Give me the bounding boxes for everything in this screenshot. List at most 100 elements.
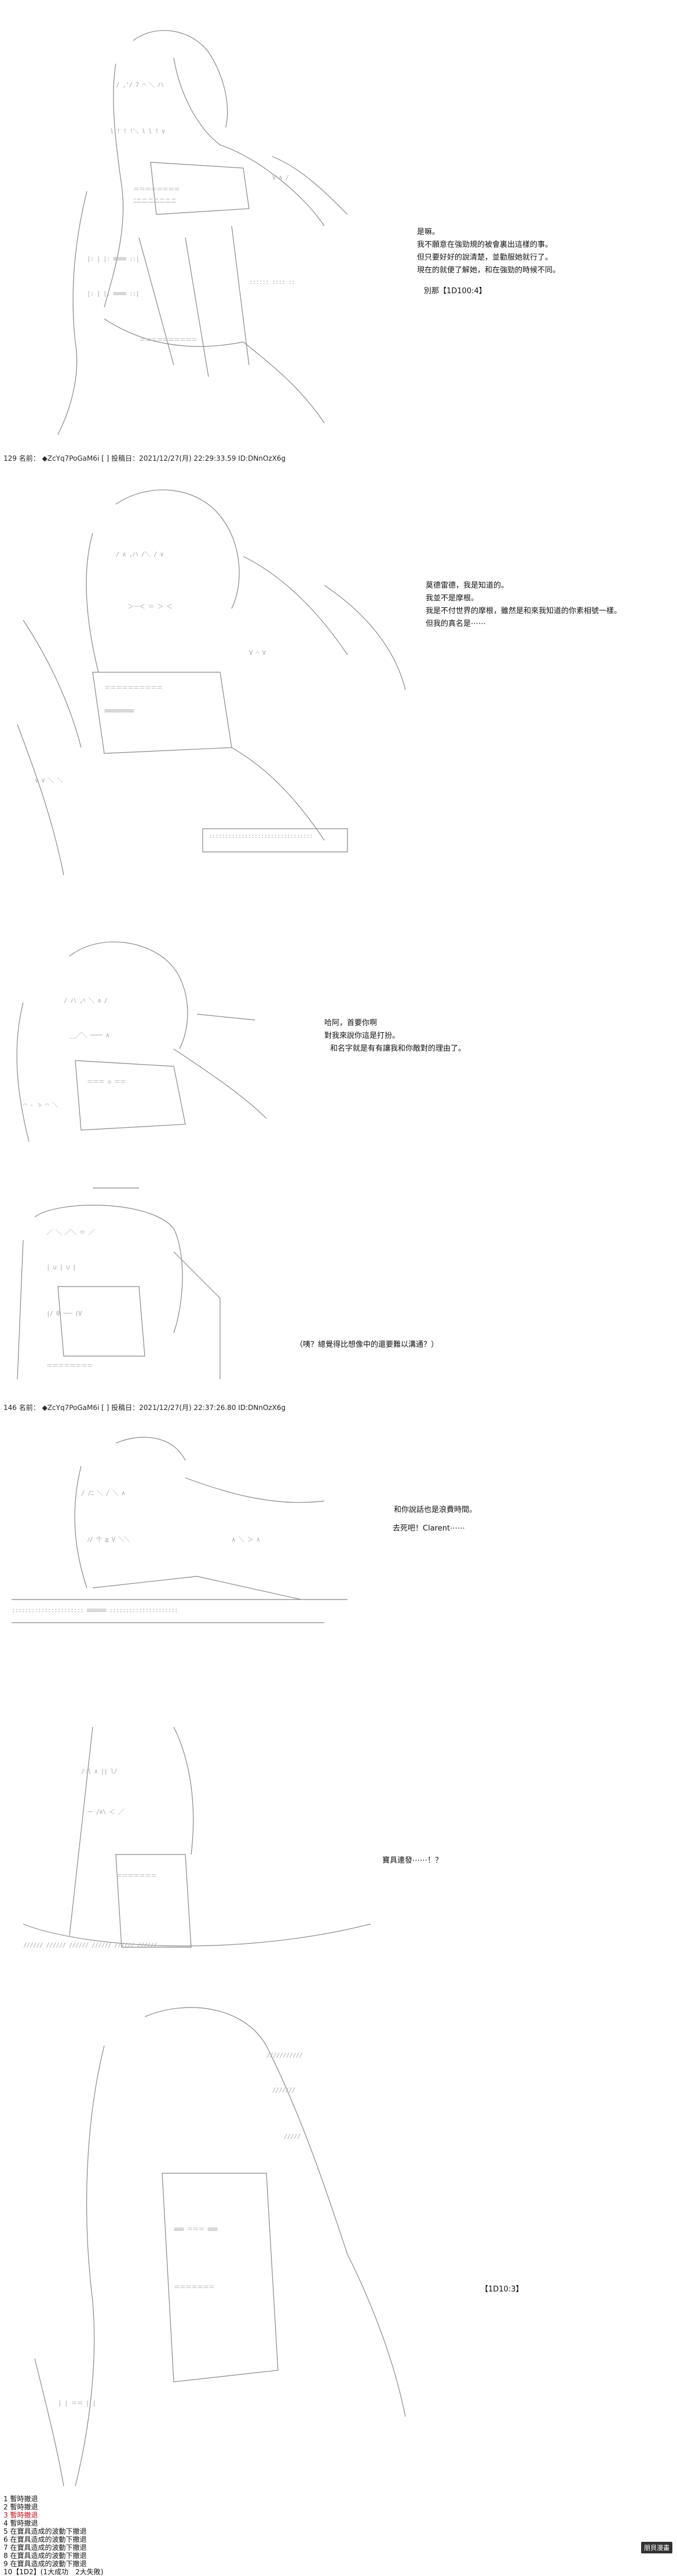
svg-text:::::::::::::::::::::::::::::::: :::::::::::::::::::::::::::::::: — [208, 832, 313, 840]
svg-text:|: | |: ≡≡≡≡ ::|: |: | |: ≡≡≡≡ ::| — [87, 255, 139, 263]
svg-text:/ ∧ ,ハ /＼ / ∨: / ∧ ,ハ /＼ / ∨ — [116, 551, 163, 558]
svg-text:ﾉ/ 个 ≧ V ＼＼: ﾉ/ 个 ≧ V ＼＼ — [87, 1536, 130, 1543]
panel-7: /////////// /////// ///// ≡≡≡ ＝＝＝ ≡≡≡ ＝＝… — [0, 1988, 677, 2492]
svg-text:＝＝＝＝＝＝＝＝: ＝＝＝＝＝＝＝＝ — [46, 1362, 93, 1369]
panel-3: / ハ ,ﾍ ＼ ∧ / ＿／＼ ──一 ∧ ＝＝＝ ◇ ＝＝ ⌒ ‐ ゝ ⌒ … — [0, 921, 677, 1176]
dialog-line: 但只要好好的說清楚，並勸服她就行了。 — [417, 253, 553, 262]
dialog-line: 我並不是摩根。 — [426, 594, 479, 603]
post-date: [ ] 投稿日：2021/12/27(月) 22:29:33.59 ID:DNn… — [101, 454, 286, 462]
svg-text:ﾆニニニニニニニ: ﾆニニニニニニニ — [133, 197, 177, 205]
svg-text:|: | |: ≡≡≡≡ ::|: |: | |: ≡≡≡≡ ::| — [87, 290, 139, 297]
figure-sketch: / /ﾆ ＼ / ＼ ∧ ﾉ/ 个 ≧ V ＼＼ :::::::::::::::… — [12, 1437, 347, 1623]
figure-sketch: ／ ＼ ／＼ ＝ ／ | ∪ | ∪ | |/ 0 ー─ (V ＝＝＝＝＝＝＝＝ — [17, 1187, 221, 1380]
svg-text:////// ////// ////// ////// //: ////// ////// ////// ////// ////// /////… — [23, 1941, 157, 1949]
dialog-block: 是嘛。 我不願意在強勁規的被會裏出這樣的事。 但只要好好的說清楚，並勸服她就行了… — [417, 226, 560, 298]
dice-tag: 【1D10:3】 — [481, 2285, 524, 2294]
figure-sketch: /:l ∧ || l/ ー /∧\ ＜ ／ ＝＝＝＝＝＝＝ ////// ///… — [23, 1726, 371, 1949]
panel-1: / ,'/ 7 ⌒ ＼ ハ l ! ! !＼ l l ! ∨ ＝＝＝＝＝＝＝＝ … — [0, 0, 677, 452]
vote-options-list: 1 暫時撤退 2 暫時撤退 3 暫時撤退 4 暫時撤退 5 在寶具造成的波動下撤… — [3, 2495, 103, 2576]
svg-text:＝＝＝＝＝＝＝: ＝＝＝＝＝＝＝ — [116, 1872, 156, 1879]
svg-text:＿／＼ ──一 ∧: ＿／＼ ──一 ∧ — [69, 1032, 109, 1039]
panel-4: ／ ＼ ／＼ ＝ ／ | ∪ | ∪ | |/ 0 ー─ (V ＝＝＝＝＝＝＝＝… — [0, 1182, 677, 1402]
dialog-line: 和你說話也是浪費時間。 — [394, 1506, 477, 1514]
ascii-art-figure: / ハ ,ﾍ ＼ ∧ / ＿／＼ ──一 ∧ ＝＝＝ ◇ ＝＝ ⌒ ‐ ゝ ⌒ … — [0, 933, 301, 1165]
svg-text:/ ,'/ 7 ⌒ ＼ ハ: / ,'/ 7 ⌒ ＼ ハ — [116, 81, 164, 89]
post-trip: ◆ZcYq7PoGaM6i — [42, 454, 100, 462]
ascii-art-figure: / ,'/ 7 ⌒ ＼ ハ l ! ! !＼ l l ! ∨ ＝＝＝＝＝＝＝＝ … — [0, 17, 371, 435]
svg-text:／ ＼ ／＼ ＝ ／: ／ ＼ ／＼ ＝ ／ — [46, 1229, 94, 1236]
svg-text::::::::::::::::::::::: ≡≡≡≡≡≡: :::::::::::::::::::::: ≡≡≡≡≡≡ ::::::::::… — [12, 1606, 178, 1614]
vote-option: 5 在寶具造成的波動下撤退 — [3, 2527, 87, 2535]
vote-option: 7 在寶具造成的波動下撤退 — [3, 2544, 87, 2552]
post-number: 146 — [3, 1404, 17, 1412]
dialog-block: 【1D10:3】 — [481, 2283, 523, 2296]
dialog-line: 去死吧！Clarent⋯⋯ — [393, 1524, 466, 1533]
ascii-art-figure: /:l ∧ || l/ ー /∧\ ＜ ／ ＝＝＝＝＝＝＝ ////// ///… — [0, 1715, 394, 1982]
svg-text:V ∧ /: V ∧ / — [272, 174, 288, 181]
dialog-line: （咦？總覺得比想像中的還要難以溝通？） — [295, 1340, 439, 1349]
svg-text:l ! ! !＼ l l ! ∨: l ! ! !＼ l l ! ∨ — [110, 127, 165, 135]
svg-text:＝＝＝＝＝＝＝: ＝＝＝＝＝＝＝ — [174, 2283, 214, 2291]
ascii-art-figure: / /ﾆ ＼ / ＼ ∧ ﾉ/ 个 ≧ V ＼＼ :::::::::::::::… — [0, 1426, 371, 1698]
vote-option: 6 在寶具造成的波動下撤退 — [3, 2535, 87, 2544]
svg-text:/ /ﾆ ＼ / ＼ ∧: / /ﾆ ＼ / ＼ ∧ — [81, 1489, 125, 1497]
dialog-block: 寶具連發⋯⋯！？ — [382, 1854, 442, 1867]
svg-text:///////////: /////////// — [266, 2052, 302, 2059]
vote-option: 8 在寶具造成的波動下撤退 — [3, 2552, 87, 2560]
dialog-line: 莫德雷德，我是知道的。 — [426, 581, 509, 590]
vote-option: 1 暫時撤退 — [3, 2495, 38, 2503]
panel-2: / ∧ ,ハ /＼ / ∨ ＞－＜ ＝ ＞ ＜ ＝＝＝＝＝＝＝＝＝＝ ≡≡≡≡≡… — [0, 464, 677, 916]
svg-text:∧ ＼ ＞ ∧: ∧ ＼ ＞ ∧ — [232, 1536, 259, 1543]
dialog-line: 對我來說你這是打扮。 — [324, 1032, 400, 1040]
svg-text:/ ハ ,ﾍ ＼ ∧ /: / ハ ,ﾍ ＼ ∧ / — [64, 997, 107, 1004]
svg-text:///////: /////// — [272, 2086, 295, 2094]
svg-text:V ⌒ V: V ⌒ V — [249, 649, 266, 657]
dialog-block: （咦？總覺得比想像中的還要難以溝通？） — [295, 1339, 438, 1351]
svg-text:ー /∧\ ＜ ／: ー /∧\ ＜ ／ — [87, 1808, 125, 1816]
dialog-line: 哈阿，首要你啊 — [324, 1019, 378, 1028]
dialog-block: 莫德雷德，我是知道的。 我並不是摩根。 我是不付世界的摩根，雖然是和來我知道的你… — [426, 580, 621, 631]
vote-option: 4 暫時撤退 — [3, 2519, 38, 2527]
svg-text::::::: :::: ::: :::::: :::: :: — [249, 278, 295, 286]
dialog-line: 寶具連發⋯⋯！？ — [382, 1856, 443, 1865]
svg-text:| | ＝＝ | |: | | ＝＝ | | — [58, 2399, 96, 2407]
figure-sketch: / ハ ,ﾍ ＼ ∧ / ＿／＼ ──一 ∧ ＝＝＝ ◇ ＝＝ ⌒ ‐ ゝ ⌒ … — [16, 941, 267, 1142]
svg-text:| ∪ | ∪ |: | ∪ | ∪ | — [46, 1263, 76, 1271]
panel-6: /:l ∧ || l/ ー /∧\ ＜ ／ ＝＝＝＝＝＝＝ ////// ///… — [0, 1710, 677, 1982]
vote-option: 2 暫時撤退 — [3, 2503, 38, 2511]
dialog-line: 現在的就便了解她，和在強勁的時候不同。 — [417, 266, 561, 275]
dialog-line: 我是不付世界的摩根，雖然是和來我知道的你素相號一樣。 — [426, 607, 622, 615]
post-number: 129 — [3, 454, 17, 462]
post-header: 146 名前： ◆ZcYq7PoGaM6i [ ] 投稿日：2021/12/27… — [3, 1402, 286, 1412]
svg-text:⌒ ‐ ゝ ⌒ ＼: ⌒ ‐ ゝ ⌒ ＼ — [23, 1101, 58, 1109]
vote-option-selected: 3 暫時撤退 — [3, 2511, 38, 2519]
post-trip: ◆ZcYq7PoGaM6i — [42, 1404, 100, 1412]
svg-text:≡≡≡ ＝＝＝ ≡≡≡: ≡≡≡ ＝＝＝ ≡≡≡ — [174, 2225, 218, 2233]
post-date: [ ] 投稿日：2021/12/27(月) 22:37:26.80 ID:DNn… — [101, 1404, 286, 1412]
post-name-label: 名前： — [19, 1404, 40, 1412]
svg-text:＝＝＝＝＝＝＝＝＝＝: ＝＝＝＝＝＝＝＝＝＝ — [139, 336, 197, 344]
svg-text:∨ ∨ ＼ ＼: ∨ ∨ ＼ ＼ — [35, 777, 63, 784]
vote-option: 10【1D2】(1大成功 2大失敗) — [3, 2568, 104, 2576]
dialog-block: 哈阿，首要你啊 對我來說你這是打扮。 和名字就是有有讓我和你敵對的理由了。 — [324, 1017, 466, 1055]
svg-text:＝＝＝＝＝＝＝＝＝＝: ＝＝＝＝＝＝＝＝＝＝ — [104, 684, 162, 691]
dialog-block: 和你說話也是浪費時間。 去死吧！Clarent⋯⋯ — [393, 1504, 477, 1535]
post-name-label: 名前： — [19, 454, 40, 462]
figure-sketch: / ∧ ,ハ /＼ / ∨ ＞－＜ ＝ ＞ ＜ ＝＝＝＝＝＝＝＝＝＝ ≡≡≡≡≡… — [17, 489, 406, 876]
svg-text:＝＝＝ ◇ ＝＝: ＝＝＝ ◇ ＝＝ — [87, 1078, 126, 1085]
dice-tag: 別那【1D100:4】 — [424, 287, 486, 296]
svg-text:≡≡≡≡≡≡≡≡≡: ≡≡≡≡≡≡≡≡≡ — [104, 707, 134, 715]
svg-text://///: ///// — [284, 2133, 300, 2140]
dialog-line: 我不願意在強勁規的被會裏出這樣的事。 — [417, 241, 553, 249]
ascii-art-figure: ／ ＼ ／＼ ＝ ／ | ∪ | ∪ | |/ 0 ー─ (V ＝＝＝＝＝＝＝＝ — [0, 1182, 266, 1397]
svg-text:＞－＜ ＝ ＞ ＜: ＞－＜ ＝ ＞ ＜ — [127, 603, 172, 610]
post-header: 129 名前： ◆ZcYq7PoGaM6i [ ] 投稿日：2021/12/27… — [3, 453, 286, 463]
vote-option: 9 在寶具造成的波動下撤退 — [3, 2560, 87, 2568]
ascii-art-figure: / ∧ ,ハ /＼ / ∨ ＞－＜ ＝ ＞ ＜ ＝＝＝＝＝＝＝＝＝＝ ≡≡≡≡≡… — [0, 481, 429, 898]
dialog-line: 但我的真名是⋯⋯ — [426, 620, 486, 628]
dialog-line: 是嘛。 — [417, 228, 440, 236]
figure-sketch: /////////// /////// ///// ≡≡≡ ＝＝＝ ≡≡≡ ＝＝… — [34, 2007, 406, 2486]
figure-sketch: / ,'/ 7 ⌒ ＼ ハ l ! ! !＼ l l ! ∨ ＝＝＝＝＝＝＝＝ … — [57, 30, 348, 435]
dialog-line: 和名字就是有有讓我和你敵對的理由了。 — [330, 1044, 466, 1053]
panel-5: / /ﾆ ＼ / ＼ ∧ ﾉ/ 个 ≧ V ＼＼ :::::::::::::::… — [0, 1414, 677, 1704]
